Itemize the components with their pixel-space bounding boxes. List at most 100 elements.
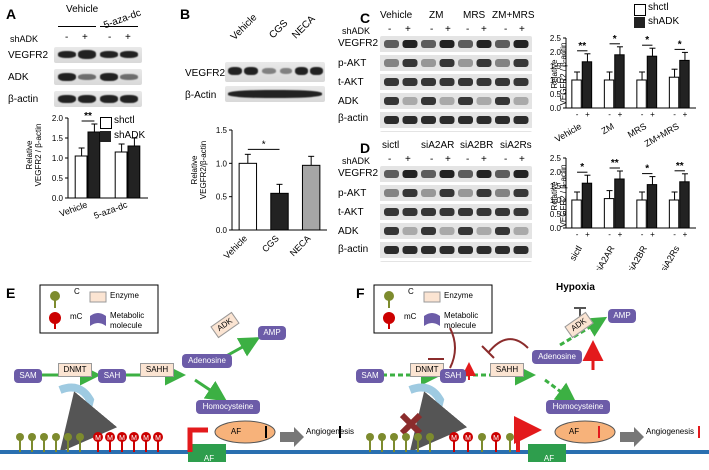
a-plus-2: + (125, 32, 131, 43)
c-col-zm: ZM (429, 10, 444, 21)
blot-band (495, 40, 510, 48)
a-legend-shctl-swatch (100, 117, 112, 129)
pm-plus: + (585, 110, 590, 119)
pm-minus: - (673, 230, 676, 239)
c-lollipop (390, 433, 398, 441)
y-tick-label: 0.0 (52, 194, 64, 203)
e-adenosine-node: Adenosine (182, 354, 232, 368)
f-legend-c: C (408, 287, 414, 296)
panel-f-label: F (356, 285, 365, 301)
e-legend-enzyme: Enzyme (110, 291, 139, 300)
mc-lollipop (491, 432, 501, 442)
b-ylabel-1: Relative (190, 155, 199, 185)
c-lollipop (64, 433, 72, 441)
blot-band (421, 246, 436, 254)
sig-label: * (262, 139, 266, 150)
a-legend-shadk-swatch (100, 131, 111, 142)
y-tick-label: 1.5 (550, 62, 562, 71)
mc-lollipop (105, 432, 115, 442)
c-bands (384, 40, 529, 124)
y-tick-label: 1.5 (216, 126, 228, 135)
mc-letter: M (493, 435, 499, 442)
c-lollipop (402, 433, 410, 441)
x-tick-label: siA2BR (625, 244, 649, 270)
d-p4: + (519, 154, 525, 165)
e-dnmt-node: DNMT (58, 363, 92, 377)
panel-a-label: A (6, 6, 17, 22)
c-ylabel-1: Relative (550, 59, 559, 89)
e-sahh-node: SAHH (140, 363, 174, 377)
blot-band (439, 170, 455, 178)
blot-band (421, 208, 436, 216)
blot-band (439, 78, 455, 86)
blot-band (384, 170, 399, 178)
blot-band (458, 189, 473, 197)
d-m3: - (466, 154, 470, 165)
y-tick-label: 1.5 (550, 182, 562, 191)
x-tick-label: MRS (626, 121, 648, 140)
f-adenosine-node: Adenosine (532, 350, 582, 364)
blot-band (458, 208, 473, 216)
pm-minus: - (608, 110, 611, 119)
blot-band (495, 78, 510, 86)
blot-band (476, 208, 492, 216)
pm-plus: + (683, 110, 688, 119)
e-angiogenesis: Angiogenesis (306, 427, 355, 436)
f-angiogenesis: Angiogenesis (646, 427, 695, 436)
blot-band (402, 170, 418, 178)
c-p4: + (519, 24, 525, 35)
blot-band (513, 78, 529, 86)
mc-lollipop (129, 432, 139, 442)
blot-band (476, 189, 492, 197)
chart-c: 0.00.51.01.52.02.5**-+Vehicle*-+ZM*-+MRS… (550, 34, 696, 149)
blot-band (384, 116, 399, 124)
d-row-takt: t-AKT (338, 207, 364, 218)
pm-plus: + (618, 110, 623, 119)
blot-band (384, 189, 399, 197)
bar (603, 198, 615, 229)
f-sah-node: SAH (440, 369, 466, 383)
blot-band (421, 97, 436, 105)
pm-plus: + (618, 230, 623, 239)
a-blot-vegfr2 (54, 47, 142, 63)
blot-band (439, 227, 455, 235)
a-col-vehicle: Vehicle (66, 4, 99, 15)
c-m1: - (388, 24, 392, 35)
mc-letter: M (155, 435, 161, 442)
blot-band (439, 40, 455, 48)
bar (87, 131, 101, 199)
blot-band (476, 170, 492, 178)
c-lollipop (378, 433, 386, 441)
c-row-adk: ADK (338, 96, 359, 107)
b-row-vegfr2: VEGFR2 (185, 68, 226, 79)
bar (571, 79, 582, 109)
d-bands (384, 170, 529, 254)
blot-band (402, 227, 418, 235)
c-lollipop (414, 433, 422, 441)
x-tick-label: CGS (260, 233, 281, 254)
blot-band (513, 170, 529, 178)
e-legend-metabolic-1: Metabolic (110, 311, 145, 320)
c-lollipop (366, 433, 374, 441)
sig-label: * (580, 162, 584, 173)
mc-lollipop (141, 432, 151, 442)
blot-band (513, 116, 529, 124)
y-tick-label: 0.0 (550, 104, 562, 113)
x-tick-label: sictl (568, 244, 584, 262)
c-shadk-label: shADK (342, 26, 371, 36)
bar (581, 182, 593, 229)
a-row-adk: ADK (8, 72, 29, 83)
y-tick-label: 0.5 (550, 210, 562, 219)
c-col-zmmrs: ZM+MRS (492, 10, 535, 21)
blot-band (384, 227, 399, 235)
y-tick-label: 2.0 (550, 48, 562, 57)
blot-band (421, 116, 436, 124)
blot-band (495, 227, 510, 235)
e-af-protein: AF (230, 427, 242, 436)
d-p1: + (405, 154, 411, 165)
blot-band (495, 116, 510, 124)
f-sam-node: SAM (356, 369, 384, 383)
